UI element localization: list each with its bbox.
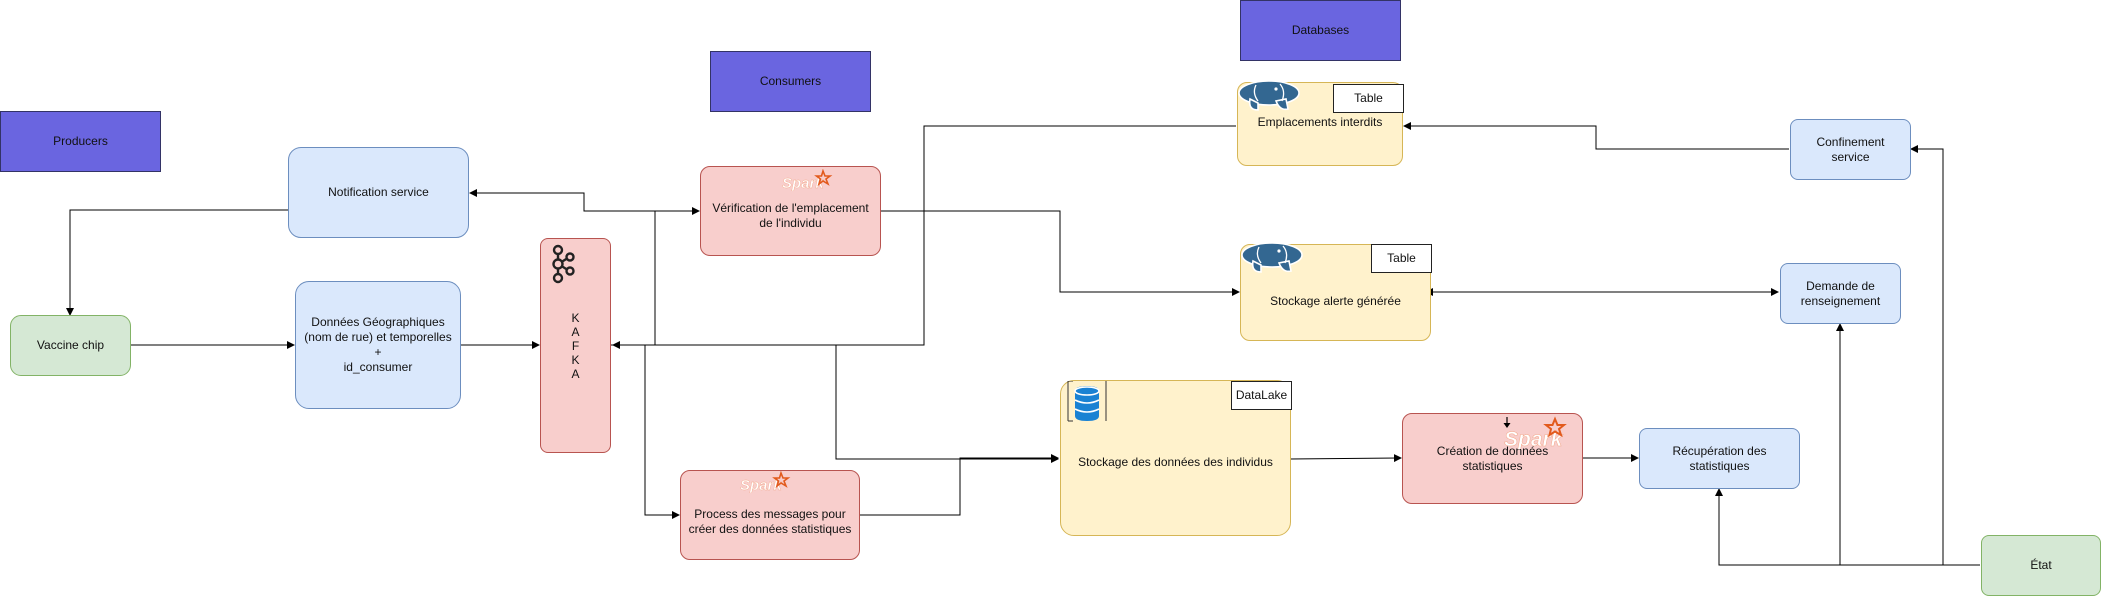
creation-stats-label: Création de données statistiques [1436,443,1549,473]
emplacements-interdits-node[interactable]: Table Emplacements interdits [1236,79,1404,166]
producers-header: Producers [0,111,161,172]
database-cylinder-icon [1067,380,1107,427]
edge-etat-to-confinement [1910,145,1980,566]
recuperation-stats-node[interactable]: Récupération des statistiques [1639,428,1800,489]
svg-text:Spark: Spark [782,175,824,191]
process-messages-node[interactable]: Spark Process des messages pour créer de… [680,470,860,560]
confinement-service-label: Confinement service [1816,134,1885,164]
postgresql-elephant-icon [1236,79,1306,117]
edge-verification-to-notification [469,189,699,212]
postgresql-elephant-icon [1239,241,1309,279]
table-tag: Table [1371,244,1432,273]
vaccine-chip-label: Vaccine chip [36,338,105,352]
stockage-alerte-label: Stockage alerte générée [1270,294,1401,308]
demande-renseignement-node[interactable]: Demande de renseignement [1780,263,1901,324]
kafka-label: K A F K A [571,311,580,381]
stockage-individus-label: Stockage des données des individus [1078,454,1273,469]
svg-text:Spark: Spark [740,477,782,493]
vaccine-chip-node[interactable]: Vaccine chip [10,315,131,376]
stockage-alerte-node[interactable]: Table Stockage alerte générée [1239,241,1432,341]
table-tag: Table [1333,84,1404,113]
etat-node[interactable]: État [1981,535,2101,596]
notification-service-node[interactable]: Notification service [288,147,469,238]
process-messages-label: Process des messages pour créer des donn… [688,507,852,536]
consumers-header-label: Consumers [759,74,822,88]
edge-process-to-stockage-individus [859,454,1059,516]
geo-data-node[interactable]: Données Géographiques (nom de rue) et te… [295,281,461,409]
geo-data-label: Données Géographiques (nom de rue) et te… [304,315,452,374]
table-tag-label: Table [1387,251,1416,265]
databases-header: Databases [1240,0,1401,61]
datalake-tag: DataLake [1231,381,1292,410]
edge-notification-to-vaccine [66,209,288,316]
etat-label: État [2030,558,2052,572]
databases-header-label: Databases [1291,23,1350,37]
kafka-node[interactable]: K A F K A [540,238,611,453]
recuperation-stats-label: Récupération des statistiques [1672,443,1767,473]
stockage-individus-node[interactable]: DataLake Stockage des données des indivi… [1060,380,1292,536]
edge-kafka-to-verification [611,207,700,346]
spark-logo-icon: Spark [739,470,791,497]
spark-logo-icon: Spark [1503,415,1567,453]
table-tag-label: Table [1354,91,1383,105]
verification-label: Vérification de l'emplacement de l'indiv… [712,201,869,230]
edge-verification-to-stockage-alerte [880,210,1240,296]
edge-confinement-to-emplacements [1403,122,1789,150]
edge-kafka-to-process [611,344,680,519]
edge-etat-to-recuperation [1715,488,1980,566]
edge-kafka-to-stockage-individus [611,344,1059,463]
notification-service-label: Notification service [328,185,429,199]
verification-node[interactable]: Spark Vérification de l'emplacement de l… [700,166,881,256]
edge-etat-to-demande [1836,323,1980,566]
creation-stats-node[interactable]: Spark Création de données statistiques [1402,413,1583,504]
spark-logo-icon: Spark [781,168,833,195]
producers-header-label: Producers [53,134,108,148]
emplacements-interdits-label: Emplacements interdits [1257,114,1383,129]
edge-stockage-individus-to-creation [1289,454,1402,463]
consumers-header: Consumers [710,51,871,112]
datalake-tag-label: DataLake [1235,388,1288,402]
confinement-service-node[interactable]: Confinement service [1790,119,1911,180]
kafka-logo-icon [549,244,577,288]
demande-renseignement-label: Demande de renseignement [1800,278,1881,308]
